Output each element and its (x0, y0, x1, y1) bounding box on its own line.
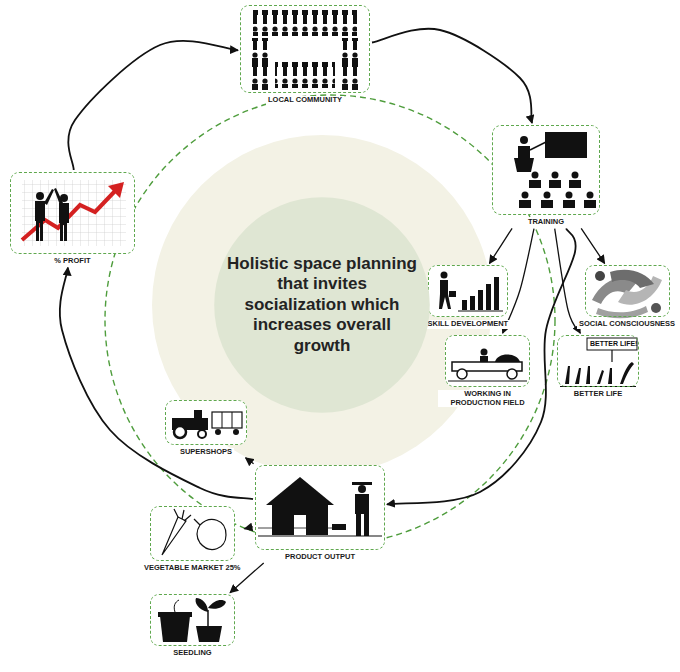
social-box: SOCIAL CONSCIOUSNESS (577, 265, 677, 329)
node-label: SOCIAL CONSCIOUSNESS (577, 320, 677, 329)
vehicle-icon (448, 349, 527, 382)
icon-frame (150, 506, 235, 561)
icon-frame (585, 265, 670, 317)
training-icon (514, 132, 596, 208)
outer-ring (152, 135, 492, 475)
skill-box: SKILL DEVELOPMENT (426, 265, 511, 329)
tractor-icon (172, 410, 242, 438)
icon-frame (492, 125, 600, 215)
icon-frame (150, 594, 235, 646)
training-box: TRAINING (492, 125, 600, 227)
skill-icon (439, 272, 503, 312)
seedling-icon (158, 598, 226, 642)
vegetable-icon (162, 509, 226, 555)
hands-icon (592, 270, 662, 319)
node-label: BETTER LIFE (572, 390, 624, 399)
icon-frame (165, 400, 247, 445)
node-label: TRAINING (526, 218, 566, 227)
profit-box: % PROFIT (10, 172, 135, 266)
node-label: WORKING IN PRODUCTION FIELD (438, 390, 537, 407)
center-circle: Holistic space planning that invites soc… (212, 195, 432, 415)
icon-frame (445, 335, 530, 387)
box-grounds (10, 5, 670, 646)
flow-arrow (490, 228, 513, 263)
node-label: SUPERSHOPS (178, 448, 234, 457)
flow-arrow (245, 527, 254, 529)
sign-text: BETTER LIFE! (590, 340, 637, 347)
node-label: % PROFIT (52, 257, 92, 266)
flow-arrow (555, 229, 581, 334)
node-label: SEEDLING (171, 649, 213, 658)
community-box: LOCAL COMMUNITY (240, 5, 370, 105)
flow-arrow (581, 228, 604, 263)
flow-arrow (372, 29, 532, 123)
node-label: LOCAL COMMUNITY (266, 96, 344, 105)
product-output-box: PRODUCT OUTPUT (255, 465, 385, 562)
icon-frame (255, 465, 385, 550)
seedling-box: SEEDLING (150, 594, 235, 658)
supershops-box: SUPERSHOPS (165, 400, 247, 457)
center-text: Holistic space planning that invites soc… (224, 254, 420, 356)
icon-frame (10, 172, 135, 254)
flow-arrow (68, 41, 238, 170)
market-box: VEGETABLE MARKET 25% (142, 506, 243, 573)
flow-arrow (246, 458, 254, 464)
crowd-icon (250, 10, 360, 90)
farm-icon (258, 477, 382, 536)
icon-frame (428, 265, 508, 317)
node-label: SKILL DEVELOPMENT (426, 320, 511, 329)
profit-icon (22, 180, 126, 246)
production-box: WORKING IN PRODUCTION FIELD (438, 335, 537, 407)
node-label: VEGETABLE MARKET 25% (142, 564, 243, 573)
icon-frame (240, 5, 370, 93)
hands-up-icon (560, 338, 637, 387)
node-label: PRODUCT OUTPUT (283, 553, 357, 562)
